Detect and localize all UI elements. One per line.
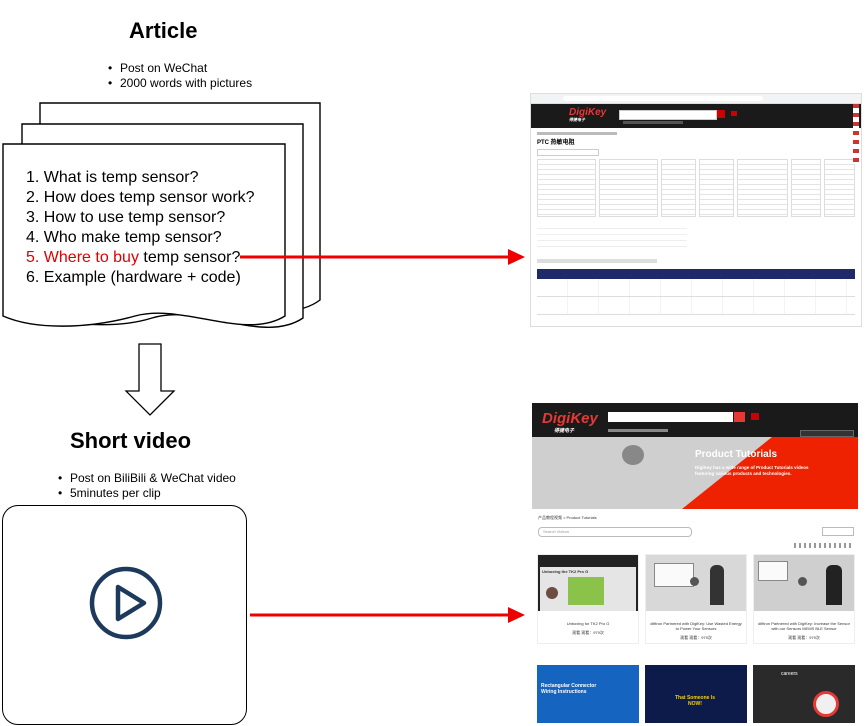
breadcrumb[interactable]: 产品教程视频 > Product Tutorials bbox=[538, 515, 858, 521]
play-icon bbox=[88, 565, 164, 641]
video-bullets: Post on BiliBili & WeChat video 5minutes… bbox=[56, 471, 236, 501]
hero-text: DigiKey has a wide range of Product Tuto… bbox=[695, 465, 823, 477]
question-item: 1. What is temp sensor? bbox=[26, 168, 255, 188]
header-search-box[interactable] bbox=[619, 110, 717, 120]
hero-title: Product Tutorials bbox=[695, 449, 777, 460]
header-search-box[interactable] bbox=[608, 412, 733, 422]
video-bullet: 5minutes per clip bbox=[56, 486, 236, 501]
header-search-button[interactable] bbox=[717, 110, 725, 118]
results-table-header bbox=[537, 269, 855, 279]
digikey-header: DigiKey 得捷电子 bbox=[532, 403, 858, 437]
question-item-highlighted: 5. Where to buy temp sensor? bbox=[26, 248, 255, 268]
video-card[interactable]: Unboxing the TK2 Pro G Unboxing for TK2 … bbox=[537, 554, 639, 644]
video-title: Short video bbox=[70, 428, 191, 454]
video-card[interactable]: That Someone Is NOW! bbox=[645, 665, 747, 723]
question-item: 2. How does temp sensor work? bbox=[26, 188, 255, 208]
header-flag bbox=[731, 111, 737, 116]
video-card[interactable]: Rectangular Connector Wiring Instruction… bbox=[537, 665, 639, 723]
question-item: 6. Example (hardware + code) bbox=[26, 268, 255, 288]
question-list: 1. What is temp sensor? 2. How does temp… bbox=[26, 168, 255, 288]
pagination[interactable] bbox=[794, 543, 854, 548]
video-card-row: Unboxing the TK2 Pro G Unboxing for TK2 … bbox=[537, 554, 855, 644]
hero-banner: Product Tutorials DigiKey has a wide ran… bbox=[532, 437, 858, 509]
video-bullet: Post on BiliBili & WeChat video bbox=[56, 471, 236, 486]
digikey-logo: DigiKey 得捷电子 bbox=[569, 107, 606, 123]
hollow-down-arrow bbox=[124, 343, 176, 417]
red-arrow-bottom bbox=[250, 603, 530, 627]
video-card[interactable]: careers bbox=[753, 665, 855, 723]
browser-bar bbox=[531, 94, 861, 104]
video-search-input[interactable]: Search Videos bbox=[538, 527, 692, 537]
digikey-tutorials-screenshot: DigiKey 得捷电子 Product Tutorials DigiKey h… bbox=[532, 403, 858, 723]
digikey-header: DigiKey 得捷电子 bbox=[531, 104, 861, 128]
digikey-logo: DigiKey 得捷电子 bbox=[542, 410, 598, 434]
video-card-row: Rectangular Connector Wiring Instruction… bbox=[537, 665, 855, 723]
page-title: PTC 热敏电阻 bbox=[537, 137, 855, 146]
digikey-ptc-screenshot: DigiKey 得捷电子 PTC 热敏电阻 bbox=[530, 93, 862, 327]
header-flag bbox=[751, 413, 759, 420]
results-table-row bbox=[537, 279, 855, 297]
filter-panels bbox=[537, 159, 855, 217]
question-item: 4. Who make temp sensor? bbox=[26, 228, 255, 248]
highlighted-phrase: Where to buy bbox=[44, 249, 139, 266]
header-search-button[interactable] bbox=[734, 412, 745, 422]
red-arrow-top bbox=[240, 245, 530, 269]
question-item: 3. How to use temp sensor? bbox=[26, 208, 255, 228]
sort-select[interactable] bbox=[822, 527, 854, 536]
video-card[interactable]: difitron Partnered with DigiKey: Use Was… bbox=[645, 554, 747, 644]
results-table-row bbox=[537, 297, 855, 315]
video-card[interactable]: difitron Partnered with DigiKey: Increas… bbox=[753, 554, 855, 644]
